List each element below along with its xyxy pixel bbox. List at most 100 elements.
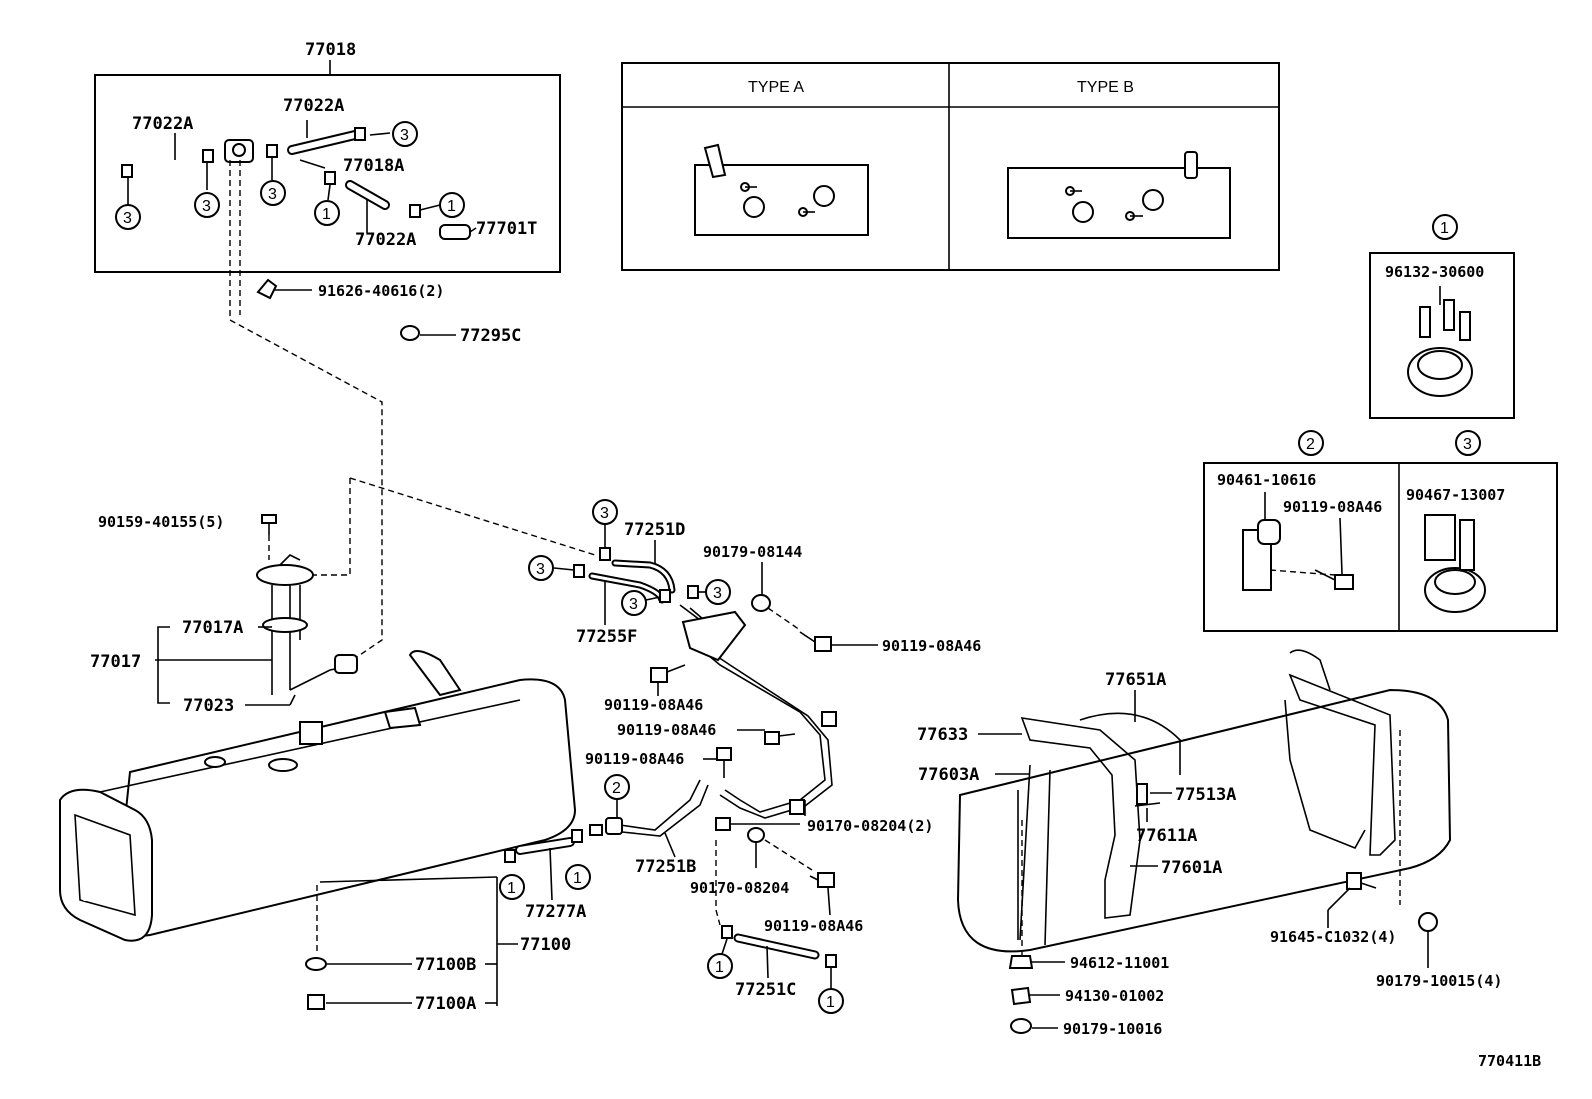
svg-text:3: 3 [629, 596, 638, 613]
label-94612: 94612-11001 [1070, 954, 1169, 972]
svg-text:3: 3 [713, 585, 722, 602]
svg-text:3: 3 [123, 210, 132, 227]
clip-icon [324, 171, 336, 185]
label-77295c: 77295C [460, 326, 521, 346]
svg-text:1: 1 [826, 994, 835, 1011]
callout-3: 3 [528, 555, 554, 581]
clip-icon [409, 204, 421, 218]
label-90119-c: 90119-08A46 [617, 721, 716, 739]
svg-text:3: 3 [536, 561, 545, 578]
label-77651a: 77651A [1105, 670, 1166, 690]
fuel-sender-group: 90159-40155(5) 77017A 77017 77023 [90, 513, 358, 716]
svg-text:2: 2 [1306, 436, 1315, 453]
detail-2-3: 2 3 90461-10616 90119-08A46 90467-13007 [1203, 430, 1558, 632]
label-77100: 77100 [520, 935, 571, 955]
line-fasteners: 90179-08144 90119-08A46 90119-08A46 9011… [585, 543, 981, 1000]
tube-bracket [681, 610, 747, 662]
bolt-icon [764, 731, 780, 745]
callout-3: 3 [392, 121, 418, 147]
svg-text:3: 3 [202, 198, 211, 215]
nut-icon [751, 594, 771, 612]
label-77513a: 77513A [1175, 785, 1236, 805]
label-77601a: 77601A [1161, 858, 1222, 878]
svg-text:3: 3 [268, 186, 277, 203]
clip-icon [354, 127, 366, 141]
svg-text:1: 1 [573, 870, 582, 887]
tank-outline [956, 688, 1452, 953]
label-77018a: 77018A [343, 156, 404, 176]
clip-icon [121, 164, 133, 178]
label-90179-10016: 90179-10016 [1063, 1020, 1162, 1038]
svg-text:2: 2 [612, 780, 621, 797]
label-90179-08144: 90179-08144 [703, 543, 802, 561]
callout-3: 3 [705, 579, 731, 605]
callout-group-tank: 1 1 2 [499, 774, 630, 900]
label-90170-08204: 90170-08204 [690, 879, 789, 897]
svg-text:1: 1 [447, 198, 456, 215]
type-a-header: TYPE A [748, 79, 804, 96]
clamp-90461-icon [1242, 492, 1336, 591]
callout-3: 3 [260, 180, 286, 206]
label-94130: 94130-01002 [1065, 987, 1164, 1005]
label-77100a: 77100A [415, 994, 476, 1014]
callout-1: 1 [1432, 214, 1458, 240]
label-77251c: 77251C [735, 980, 796, 1000]
label-90170-08204-2: 90170-08204(2) [807, 817, 933, 835]
label-77022a-left: 77022A [132, 114, 193, 134]
clip-icon [202, 149, 214, 163]
label-91626: 91626-40616(2) [318, 282, 444, 300]
vent-assembly-box [94, 74, 561, 273]
clip-icon [266, 144, 278, 158]
drain-plug-icon [307, 994, 325, 1010]
label-90119-a: 90119-08A46 [882, 637, 981, 655]
label-90159: 90159-40155(5) [98, 513, 224, 531]
bolt-icon [1346, 872, 1362, 890]
drain-gasket-icon [305, 957, 327, 971]
type-b-header: TYPE B [1077, 79, 1134, 96]
svg-text:1: 1 [322, 206, 331, 223]
filler-neck [408, 650, 462, 697]
callout-1: 1 [439, 192, 465, 218]
svg-text:1: 1 [507, 880, 516, 897]
bolt-icon [814, 636, 832, 652]
hose-clip-90467-icon [1424, 514, 1486, 613]
label-77022a-bottom: 77022A [355, 230, 416, 250]
svg-text:3: 3 [1463, 436, 1472, 453]
label-90119-d: 90119-08A46 [585, 750, 684, 768]
pad-icon [1008, 955, 1034, 969]
callout-1: 1 [707, 953, 733, 979]
svg-text:3: 3 [400, 127, 409, 144]
type-table: TYPE A TYPE B [621, 62, 1280, 271]
label-77251b: 77251B [635, 857, 696, 877]
callout-2: 2 [604, 774, 630, 800]
label-77023: 77023 [183, 696, 234, 716]
vent-assembly-group: 77018 77022A 77022A 77018A 77022A 77701T [94, 40, 561, 273]
nut-icon [747, 827, 765, 843]
tank-fittings: 77100 77100B 77100A 77277A [305, 829, 586, 1014]
detail-1: 1 96132-30600 [1369, 214, 1515, 419]
nut-icon [1010, 1018, 1032, 1034]
label-77255f: 77255F [576, 627, 637, 647]
label-96132: 96132-30600 [1385, 263, 1484, 281]
callout-3: 3 [592, 499, 618, 525]
callout-3: 3 [1455, 430, 1481, 456]
label-77277a: 77277A [525, 902, 586, 922]
label-77017a: 77017A [182, 618, 243, 638]
bolt-icon [817, 872, 835, 888]
callout-1: 1 [565, 864, 591, 890]
callout-3: 3 [194, 192, 220, 218]
screw-91626: 91626-40616(2) [256, 278, 444, 300]
label-77022a-top: 77022A [283, 96, 344, 116]
nut-icon [1418, 912, 1438, 932]
grommet-77295c: 77295C [400, 325, 521, 346]
tank-mounting-group: 77651A 77633 77603A 77513A 77611A 77601A… [917, 649, 1502, 1038]
small-clips [553, 524, 706, 603]
label-77018: 77018 [305, 40, 356, 60]
label-77100b: 77100B [415, 955, 476, 975]
callout-1: 1 [818, 988, 844, 1014]
label-90179-10015: 90179-10015(4) [1376, 972, 1502, 990]
callout-3: 3 [621, 590, 647, 616]
label-77017: 77017 [90, 652, 141, 672]
callout-3: 3 [115, 204, 141, 230]
check-valve-77701t [439, 224, 471, 240]
